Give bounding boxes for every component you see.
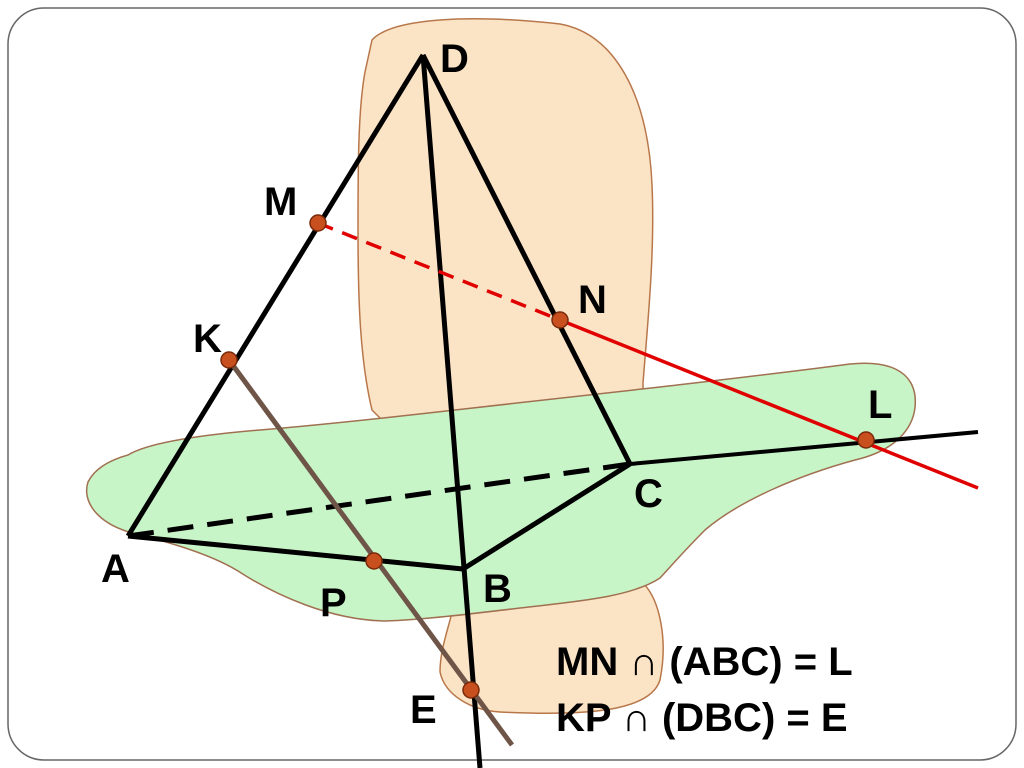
edge-bc [461, 461, 632, 572]
label-m: M [264, 180, 297, 224]
formula-line-1: MN ∩ (ABC) = L [556, 640, 853, 684]
formula-line-2: KP ∩ (DBC) = E [556, 696, 848, 740]
edge-ac-hidden [127, 461, 631, 539]
label-a: A [101, 547, 130, 591]
line-cl [629, 430, 979, 466]
point-k [220, 351, 238, 369]
plane-abc [86, 362, 916, 622]
line-nl [559, 318, 979, 490]
edge-ab [127, 533, 464, 572]
label-d: D [440, 37, 469, 81]
label-k: K [193, 317, 222, 361]
label-c: C [634, 472, 663, 516]
line-mn-hidden [317, 221, 561, 322]
label-n: N [578, 278, 607, 322]
point-e [462, 681, 480, 699]
label-b: B [483, 567, 512, 611]
point-m [309, 214, 327, 232]
label-p: P [320, 581, 347, 625]
point-n [551, 311, 569, 329]
point-p [365, 552, 383, 570]
edge-da [125, 53, 426, 538]
label-e: E [410, 688, 437, 732]
label-l: L [868, 383, 892, 427]
line-db-extended [420, 54, 483, 768]
edge-dc [420, 53, 633, 466]
point-l [857, 431, 875, 449]
line-kp [226, 358, 515, 747]
